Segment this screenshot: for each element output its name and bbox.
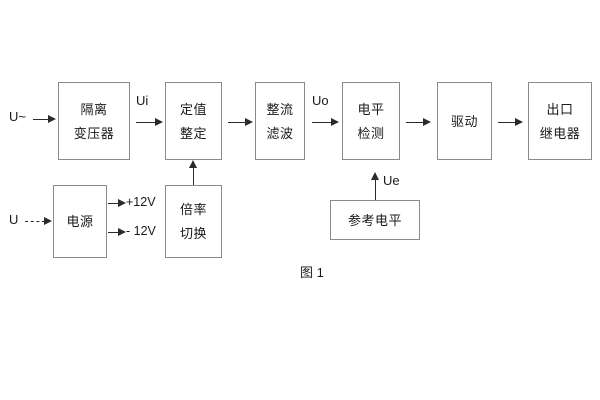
setting-to-rectify-arrowhead <box>245 117 253 126</box>
input-ac-arrowhead <box>48 114 56 123</box>
block-isolation-transformer[interactable]: 隔离 变压器 <box>58 82 130 160</box>
input-ac-line <box>33 119 50 120</box>
ui-arrowhead <box>155 117 163 126</box>
level-to-drive-arrowhead <box>423 117 431 126</box>
level-to-drive-line <box>406 122 425 123</box>
input-dc-arrowhead <box>44 216 52 225</box>
block-rectify-filter[interactable]: 整流 滤波 <box>255 82 305 160</box>
input-dc-dashed-line <box>25 221 45 222</box>
uo-label: Uo <box>312 93 329 108</box>
reference-to-level-line <box>375 178 376 200</box>
input-ac-label: U~ <box>9 109 26 124</box>
multiplier-to-setting-arrowhead <box>188 160 197 168</box>
block-power-supply[interactable]: 电源 <box>53 185 107 258</box>
block-reference-level-line1: 参考电平 <box>347 212 402 228</box>
rail-positive-line <box>108 203 120 204</box>
ui-line <box>136 122 157 123</box>
uo-line <box>312 122 333 123</box>
figure-caption: 图 1 <box>300 265 324 280</box>
block-power-supply-line1: 电源 <box>66 214 94 229</box>
reference-to-level-arrowhead <box>370 172 379 180</box>
block-drive[interactable]: 驱动 <box>437 82 492 160</box>
block-reference-level[interactable]: 参考电平 <box>330 200 420 240</box>
block-level-detect-line1: 电平 <box>357 101 385 117</box>
drive-to-relay-line <box>498 122 517 123</box>
rail-positive-label: +12V <box>126 195 156 209</box>
block-isolation-transformer-line2: 变压器 <box>73 125 115 141</box>
multiplier-to-setting-line <box>193 166 194 185</box>
rail-negative-label: - 12V <box>126 224 156 238</box>
block-output-relay-line2: 继电器 <box>539 125 581 141</box>
block-level-detect-line2: 检测 <box>357 125 385 141</box>
drive-to-relay-arrowhead <box>515 117 523 126</box>
ui-label: Ui <box>136 93 149 108</box>
uo-arrowhead <box>331 117 339 126</box>
block-output-relay-line1: 出口 <box>546 101 574 117</box>
ue-label: Ue <box>383 173 400 188</box>
block-setting-value-line2: 整定 <box>179 125 207 141</box>
block-isolation-transformer-line1: 隔离 <box>80 101 108 117</box>
block-setting-value[interactable]: 定值 整定 <box>165 82 222 160</box>
rail-negative-line <box>108 232 120 233</box>
input-dc-label: U <box>9 212 19 227</box>
block-multiplier-switch[interactable]: 倍率 切换 <box>165 185 222 258</box>
block-setting-value-line1: 定值 <box>179 101 207 117</box>
setting-to-rectify-line <box>228 122 247 123</box>
block-level-detect[interactable]: 电平 检测 <box>342 82 400 160</box>
block-multiplier-switch-line2: 切换 <box>179 226 207 241</box>
block-multiplier-switch-line1: 倍率 <box>179 202 207 217</box>
block-drive-line1: 驱动 <box>450 113 478 129</box>
block-rectify-filter-line1: 整流 <box>266 101 294 117</box>
block-output-relay[interactable]: 出口 继电器 <box>528 82 592 160</box>
rail-positive-arrowhead <box>118 198 126 207</box>
rail-negative-arrowhead <box>118 227 126 236</box>
block-rectify-filter-line2: 滤波 <box>266 125 294 141</box>
